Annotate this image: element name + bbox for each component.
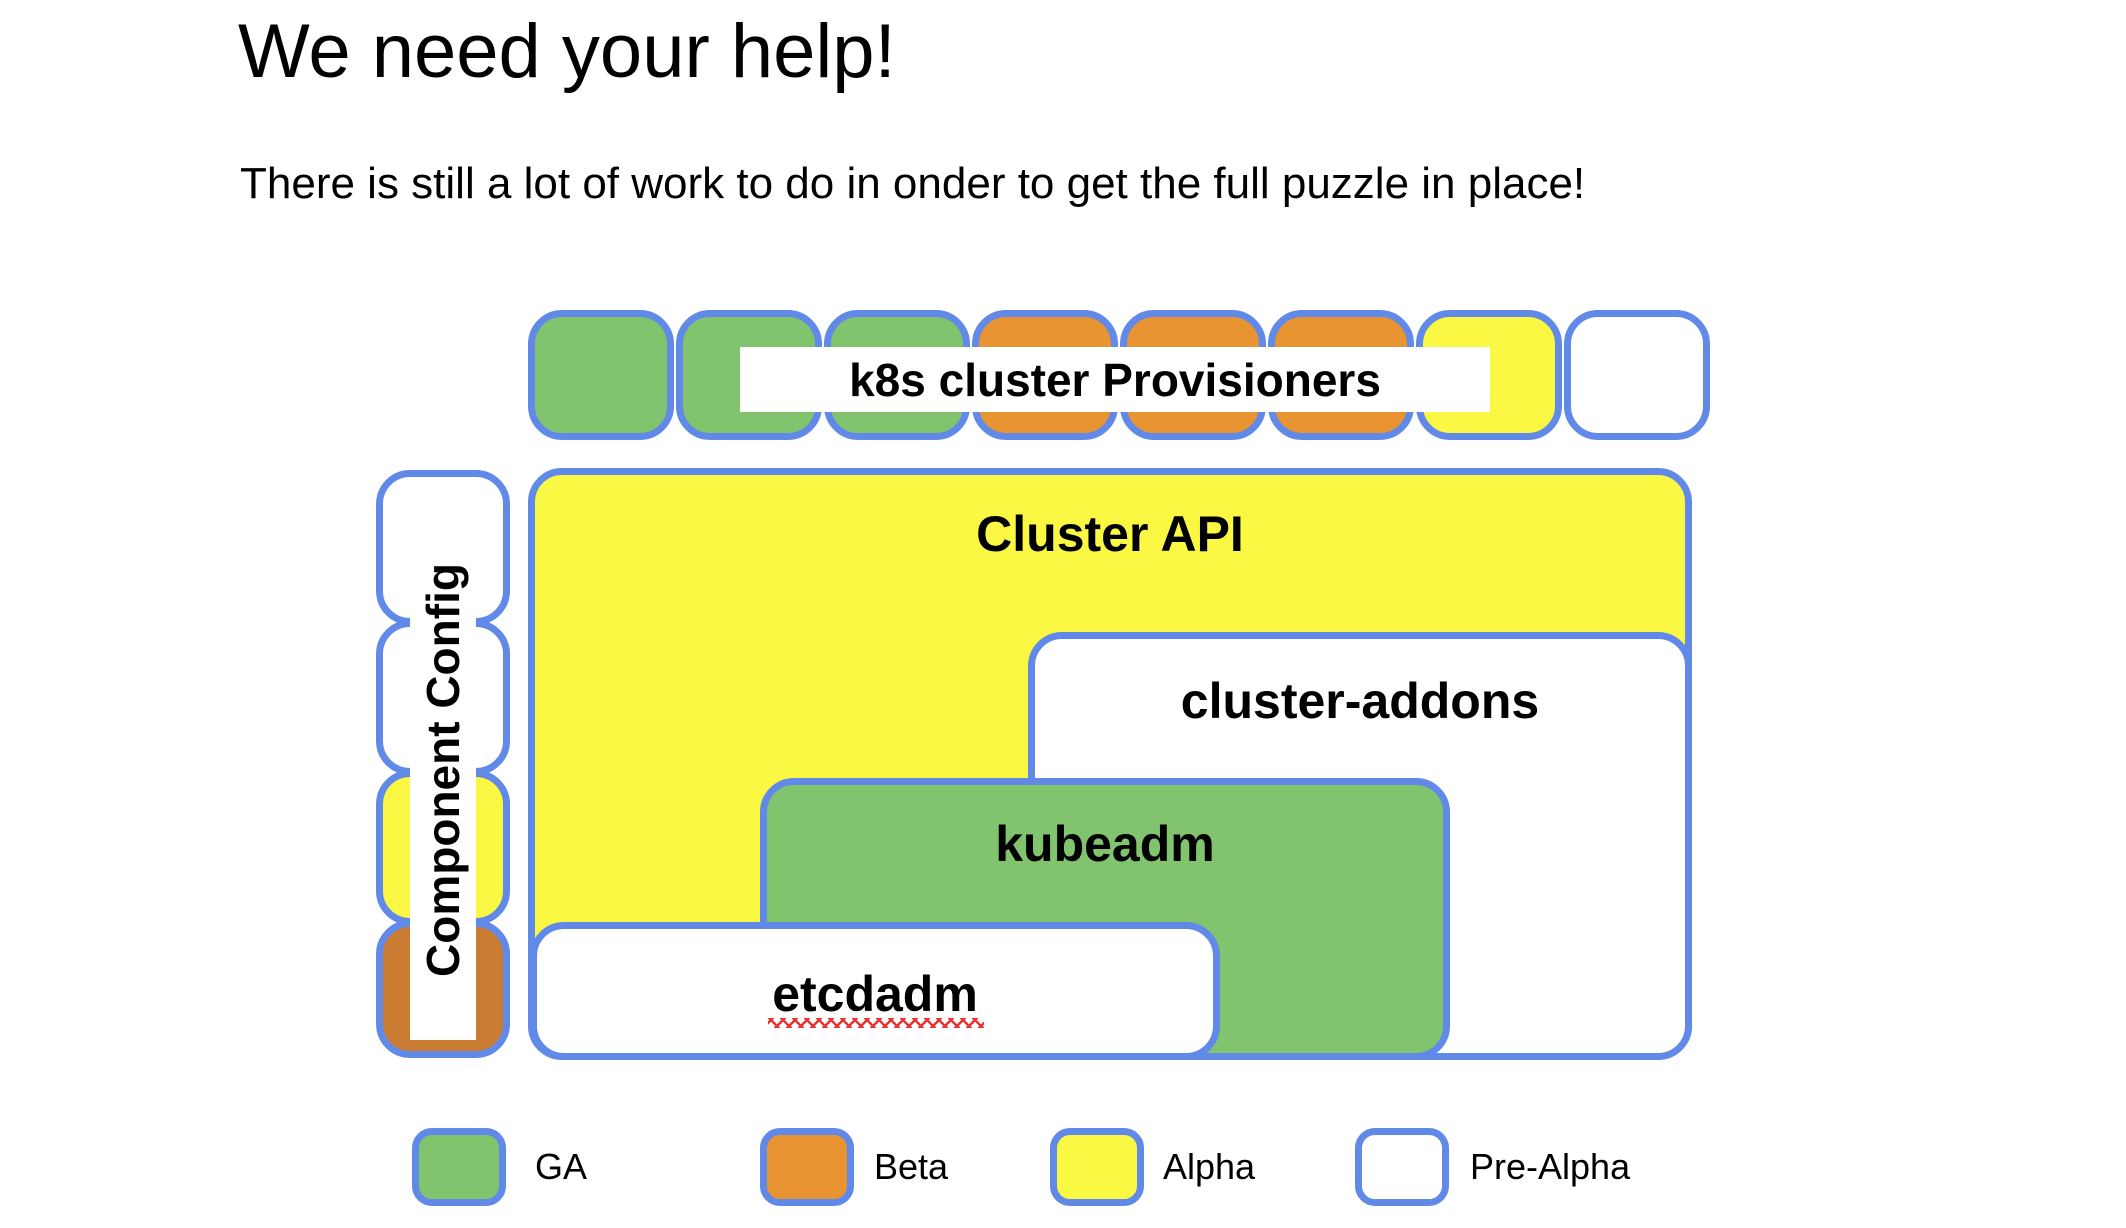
legend-swatch-prealpha	[1355, 1128, 1449, 1206]
legend-label-beta: Beta	[874, 1146, 949, 1187]
provisioners-caption: k8s cluster Provisioners	[740, 347, 1490, 412]
legend-label-prealpha: Pre-Alpha	[1470, 1146, 1631, 1187]
legend-swatch-alpha	[1050, 1128, 1144, 1206]
legend-swatch-beta	[760, 1128, 854, 1206]
component-label-cluster-api: Cluster API	[976, 506, 1244, 562]
spellcheck-squiggle-icon	[768, 1018, 984, 1028]
legend-label-alpha: Alpha	[1163, 1146, 1256, 1187]
component-label-cluster-addons: cluster-addons	[1180, 673, 1540, 729]
provisioner-tile-8	[1564, 310, 1710, 440]
component-box-etcdadm	[530, 922, 1220, 1060]
component-label-kubeadm: kubeadm	[995, 816, 1215, 872]
legend-swatch-ga	[412, 1128, 506, 1206]
legend-label-ga: GA	[535, 1146, 588, 1187]
page-title: We need your help!	[238, 9, 896, 94]
component-config-label: Component Config	[417, 563, 470, 977]
component-config-label-band: Component Config	[410, 500, 476, 1040]
provisioner-tile-1	[528, 310, 674, 440]
page-subtitle: There is still a lot of work to do in on…	[240, 159, 1586, 208]
component-label-etcdadm: etcdadm	[772, 966, 978, 1022]
